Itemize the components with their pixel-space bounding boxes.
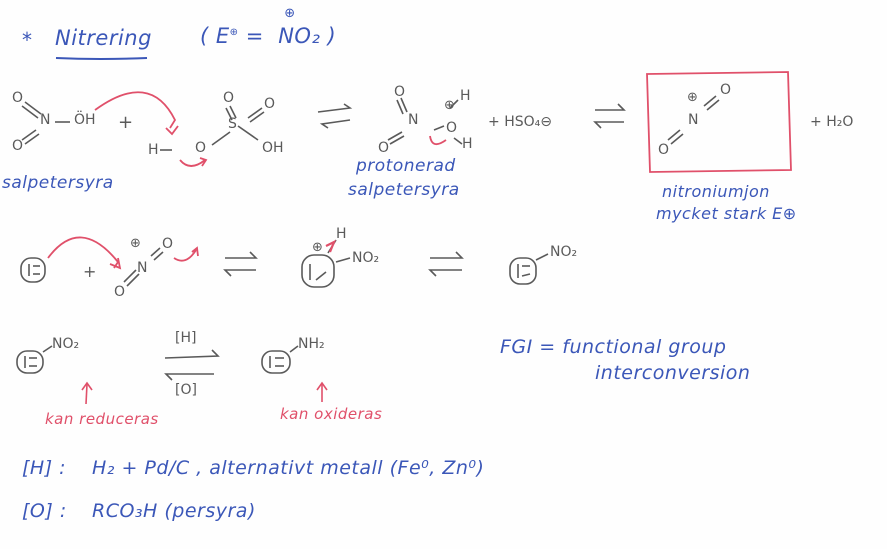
reduction-reagent-text: H₂ + Pd/C , alternativt metall (Fe⁰, Zn⁰…	[92, 457, 485, 479]
fgi-right-nh2: NH₂	[298, 336, 325, 352]
plus-sign: +	[488, 114, 500, 130]
oxidation-reagent-label: [O] :	[22, 500, 67, 522]
positive-charge: ⊕	[130, 236, 141, 251]
nitronium-charge: ⊕	[284, 6, 296, 21]
atom-s: S	[228, 116, 237, 132]
atom-o: O	[394, 84, 406, 100]
sigma-h: H	[336, 226, 347, 242]
electrophile-label: E	[215, 24, 230, 48]
oxidation-note: kan oxideras	[280, 405, 383, 423]
water-formula: H₂O	[826, 114, 854, 130]
title-bullet: *	[22, 28, 33, 52]
atom-n: N	[688, 112, 699, 128]
fgi-reagent-o: [O]	[175, 382, 197, 398]
nitronium-label-line2: mycket stark E⊕	[656, 204, 797, 223]
product-no2: NO₂	[550, 244, 578, 260]
positive-charge: ⊕	[687, 90, 698, 105]
plus-sign: +	[810, 114, 822, 130]
reduction-reagent-label: [H] :	[22, 457, 67, 479]
positive-charge: ⊕	[444, 98, 455, 113]
plus-sign: +	[83, 262, 97, 281]
atom-oh: OH	[262, 140, 284, 156]
atom-o: O	[195, 140, 207, 156]
plus-water: + H₂O	[810, 114, 853, 130]
fgi-left-no2: NO₂	[52, 336, 80, 352]
atom-h: H	[460, 88, 471, 104]
oxidation-reagent-text: RCO₃H (persyra)	[92, 500, 256, 522]
atom-n: N	[137, 260, 148, 276]
nitric-acid-label: salpetersyra	[2, 173, 114, 193]
atom-n: N	[40, 112, 51, 128]
protonated-label-line2: salpetersyra	[348, 180, 460, 200]
atom-h: H	[148, 142, 159, 158]
atom-o: O	[658, 142, 670, 158]
electrophile-charge: ⊕	[229, 27, 239, 38]
atom-o-positive: O	[446, 120, 458, 136]
nitronium-formula: NO₂	[278, 24, 321, 48]
atom-o: O	[223, 90, 235, 106]
reduction-note: kan reduceras	[45, 410, 159, 428]
fgi-definition-line2: interconversion	[595, 362, 751, 384]
atom-o: O	[114, 284, 126, 300]
plus-bisulfate: + HSO₄⊖	[488, 114, 552, 130]
atom-o: O	[264, 96, 276, 112]
plus-sign: +	[118, 112, 134, 133]
atom-n: N	[408, 112, 419, 128]
page-title: Nitrering	[55, 26, 152, 50]
atom-h: H	[462, 136, 473, 152]
sigma-charge: ⊕	[312, 240, 323, 255]
atom-oh: ÖH	[74, 112, 96, 128]
atom-o: O	[720, 82, 732, 98]
atom-o: O	[12, 90, 24, 106]
fgi-reagent-h: [H]	[175, 330, 197, 346]
atom-o: O	[12, 138, 24, 154]
equals-sign: =	[245, 24, 264, 48]
atom-o: O	[162, 236, 174, 252]
bisulfate-ion: HSO₄⊖	[504, 114, 552, 130]
electrophile-expression: ( E⊕ = ⊕NO₂ )	[200, 6, 337, 48]
fgi-definition-line1: FGI = functional group	[500, 336, 727, 358]
atom-o: O	[378, 140, 390, 156]
protonated-label-line1: protonerad	[356, 156, 456, 176]
nitronium-label-line1: nitroniumjon	[662, 182, 770, 201]
sigma-no2: NO₂	[352, 250, 380, 266]
